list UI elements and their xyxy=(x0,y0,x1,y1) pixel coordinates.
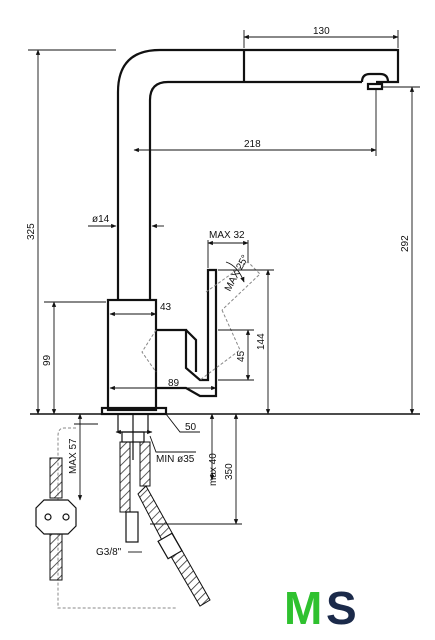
label-lever-reach: 89 xyxy=(168,378,180,389)
lever-rotated-ghost xyxy=(141,261,261,381)
label-hole-diameter: MIN ø35 xyxy=(156,454,195,465)
label-deck-height: max 40 xyxy=(208,453,219,486)
label-base-height: 99 xyxy=(42,354,53,366)
label-outlet-height: 292 xyxy=(400,235,411,252)
label-lever-angle: MAX 25° xyxy=(223,253,251,293)
brand-logo: M S xyxy=(284,582,357,634)
faucet-outline xyxy=(100,48,400,416)
logo-letter-m: M xyxy=(284,582,322,634)
label-deck-thickness: MAX 57 xyxy=(68,438,79,474)
label-max-angle: MAX 32 xyxy=(209,230,245,241)
label-base-flange: 50 xyxy=(185,422,197,433)
label-aerator-offset: 218 xyxy=(244,139,261,150)
mounting-hardware xyxy=(117,413,149,460)
side-fitting xyxy=(35,499,77,535)
braided-hoses xyxy=(49,441,211,607)
label-lever-height: 144 xyxy=(256,333,267,350)
label-total-height: 325 xyxy=(26,223,37,240)
dimension-labels: 130 218 325 292 ø14 MAX 32 MAX 25° 144 4… xyxy=(26,26,411,558)
dimension-lines xyxy=(28,30,420,553)
logo-letter-s: S xyxy=(326,582,357,634)
label-lever-body: 45 xyxy=(236,350,247,362)
label-tube-diameter: ø14 xyxy=(92,214,110,225)
hose-swing-outline xyxy=(57,427,176,609)
label-spout-reach: 130 xyxy=(313,26,330,37)
label-hose-length: 350 xyxy=(224,463,235,480)
label-thread: G3/8" xyxy=(96,547,122,558)
label-body-width: 43 xyxy=(160,302,172,313)
